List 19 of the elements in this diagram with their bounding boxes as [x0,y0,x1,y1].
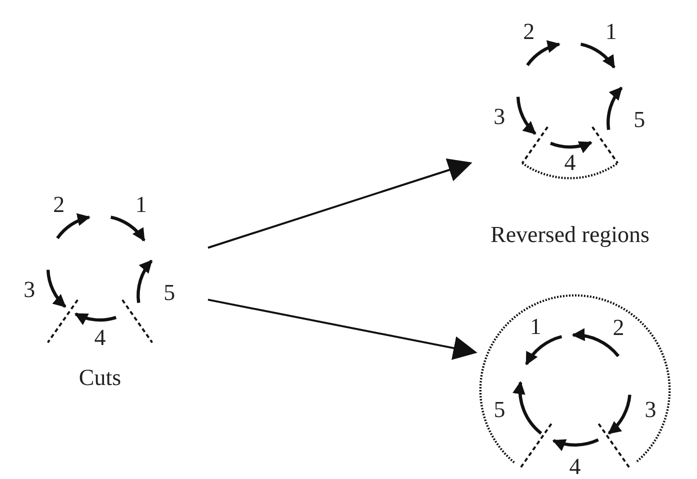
segment-number: 5 [634,108,646,132]
segment-number: 4 [569,455,581,479]
node-label: Cuts [78,365,122,391]
segment-number: 4 [564,150,576,175]
segment-number: 5 [164,281,176,306]
segment-number: 2 [612,316,624,340]
segment-number: 2 [523,20,535,44]
segment-number: 1 [135,192,147,217]
arrow [208,158,472,249]
segment-number: 4 [94,326,106,350]
segment-number: 2 [53,192,65,217]
segment-number: 5 [494,398,506,422]
segment-number: 3 [24,278,36,302]
segment-number: 1 [605,20,617,44]
segment-number: 3 [494,104,506,129]
segment-number: 3 [644,398,656,422]
arrow [208,298,478,360]
node-label: Reversed regions [490,222,650,248]
segment-number: 1 [530,315,542,340]
